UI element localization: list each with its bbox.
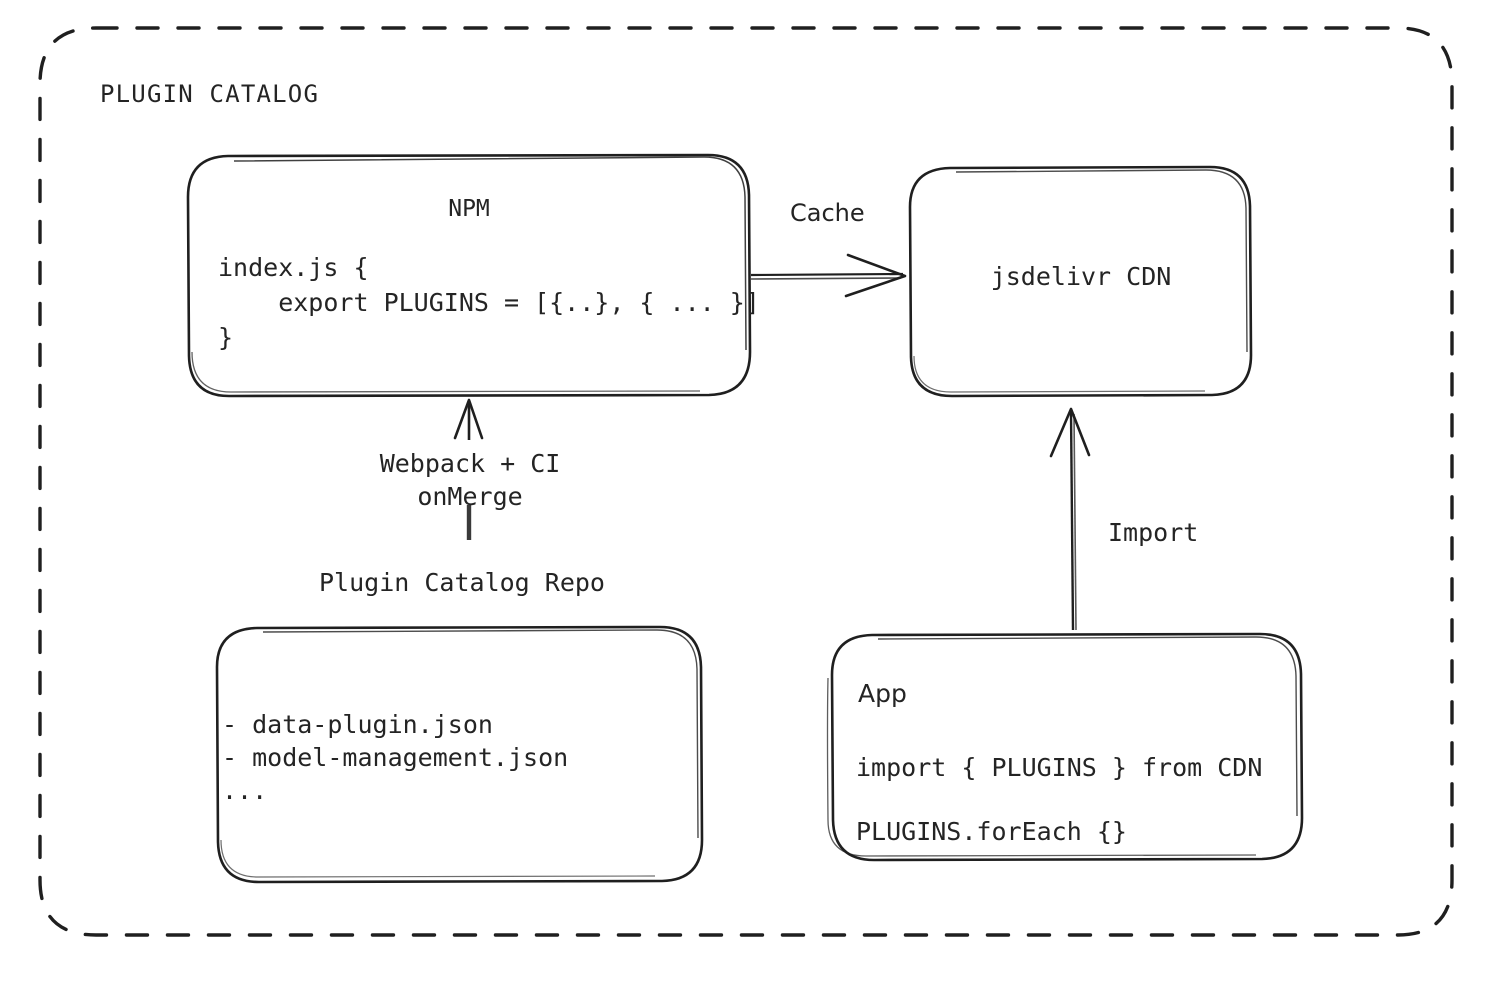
app-node-title: App (858, 679, 907, 708)
app-code-block: import { PLUGINS } from CDN PLUGINS.forE… (856, 753, 1263, 846)
edge-label-cache: Cache (790, 199, 865, 227)
group-title: PLUGIN CATALOG (100, 80, 320, 108)
edge-label-import: Import (1108, 518, 1199, 547)
npm-code-block: index.js { export PLUGINS = [{..}, { ...… (218, 253, 760, 352)
npm-node-title: NPM (448, 196, 490, 222)
edge-label-webpack-ci-onmerge: Webpack + CI onMerge (379, 449, 561, 511)
edge-npm-to-cdn (750, 253, 907, 298)
repo-file-list: - data-plugin.json - model-management.js… (222, 710, 569, 805)
repo-node-label: Plugin Catalog Repo (319, 568, 605, 597)
cdn-node-title: jsdelivr CDN (990, 262, 1172, 291)
edge-app-to-cdn (1049, 407, 1091, 631)
